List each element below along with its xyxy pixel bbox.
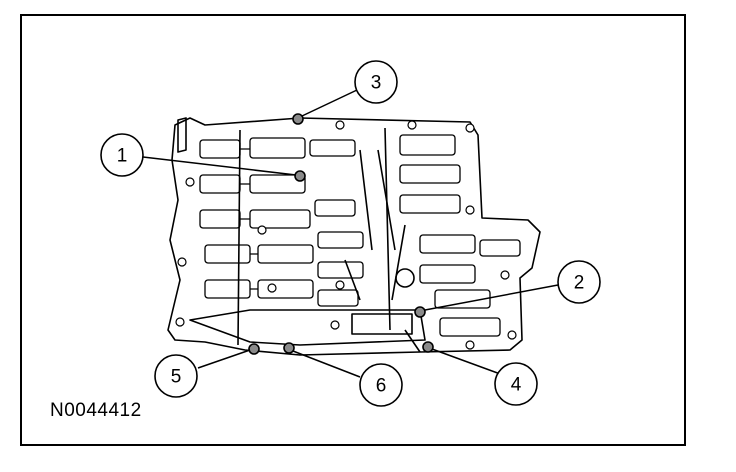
- figure-id: N0044412: [50, 400, 142, 421]
- bolt-4: [422, 341, 434, 353]
- callout-1-label: 1: [117, 146, 128, 167]
- spool-rows-left: [199, 137, 314, 299]
- callout-3-label: 3: [371, 73, 382, 94]
- left-bracket: [177, 117, 187, 153]
- bolt-2: [414, 306, 426, 318]
- callout-5: [154, 354, 198, 398]
- bolt-3: [292, 113, 304, 125]
- callout-2-label: 2: [574, 273, 585, 294]
- spool-rows-middle: [309, 139, 364, 307]
- lower-cutout: [351, 313, 413, 335]
- callout-4-label: 4: [511, 375, 522, 396]
- leader-lines: [142, 89, 559, 378]
- callout-6: [359, 363, 403, 407]
- round-port: [395, 268, 415, 288]
- bolt-5: [248, 343, 260, 355]
- link-rods: [344, 149, 406, 301]
- callout-1: [100, 133, 144, 177]
- spool-rows-right: [399, 134, 521, 337]
- fastener-holes: [175, 120, 517, 350]
- valve-body-outline: [167, 117, 541, 356]
- lower-plate: [189, 309, 426, 346]
- bolt-6: [283, 342, 295, 354]
- bolt-1: [294, 170, 306, 182]
- callout-4: [494, 362, 538, 406]
- callout-5-label: 5: [171, 367, 182, 388]
- callout-3: [354, 60, 398, 104]
- callout-2: [557, 260, 601, 304]
- callout-6-label: 6: [376, 376, 387, 397]
